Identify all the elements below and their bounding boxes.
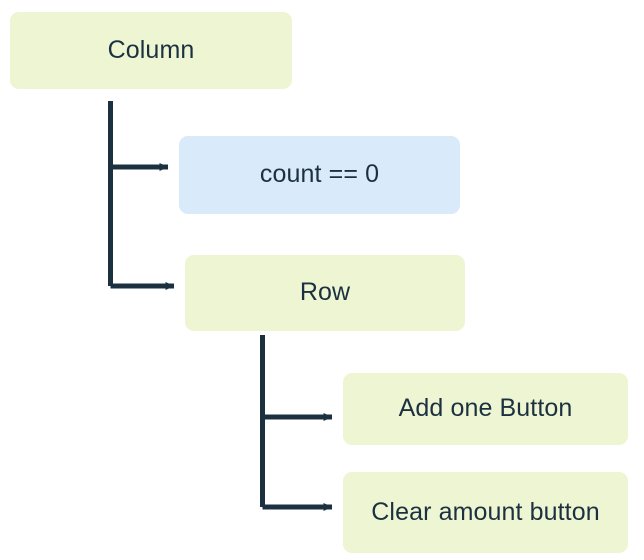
node-column: Column bbox=[10, 12, 292, 89]
node-clear-amount-button: Clear amount button bbox=[343, 472, 628, 553]
node-add-one-button: Add one Button bbox=[343, 373, 628, 445]
node-row: Row bbox=[185, 255, 465, 331]
node-condition: count == 0 bbox=[179, 136, 460, 214]
